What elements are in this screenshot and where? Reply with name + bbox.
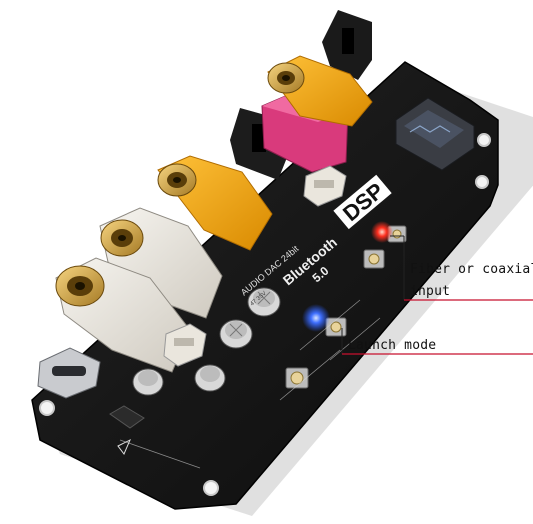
usb-c-port [37,347,101,399]
rca-jack-yellow-upper [267,55,373,127]
jst-connector-upper [303,165,347,207]
tact-switch-bottom [285,367,309,389]
tact-switch-middle [325,317,347,337]
ic-chip [109,405,145,429]
callout-lines [341,235,533,355]
rca-jack-yellow-lower [157,155,273,251]
label-fiber-line1: Fiber or coaxial [410,262,533,277]
jst-connector-lower [163,323,207,367]
rca-jack-white-lower [55,257,191,373]
capacitor-1 [247,287,281,317]
capacitor-2 [219,319,253,349]
tact-switch-top [363,249,385,269]
pcb-board [31,61,499,510]
label-launch-mode: Launch mode [348,338,437,353]
led-blue-glow [302,304,330,332]
label-fiber-line2: input [410,284,451,299]
capacitor-3 [132,368,164,396]
optical-jack-upper [322,10,372,80]
led-red-glow [371,221,393,243]
capacitor-4 [194,364,226,392]
